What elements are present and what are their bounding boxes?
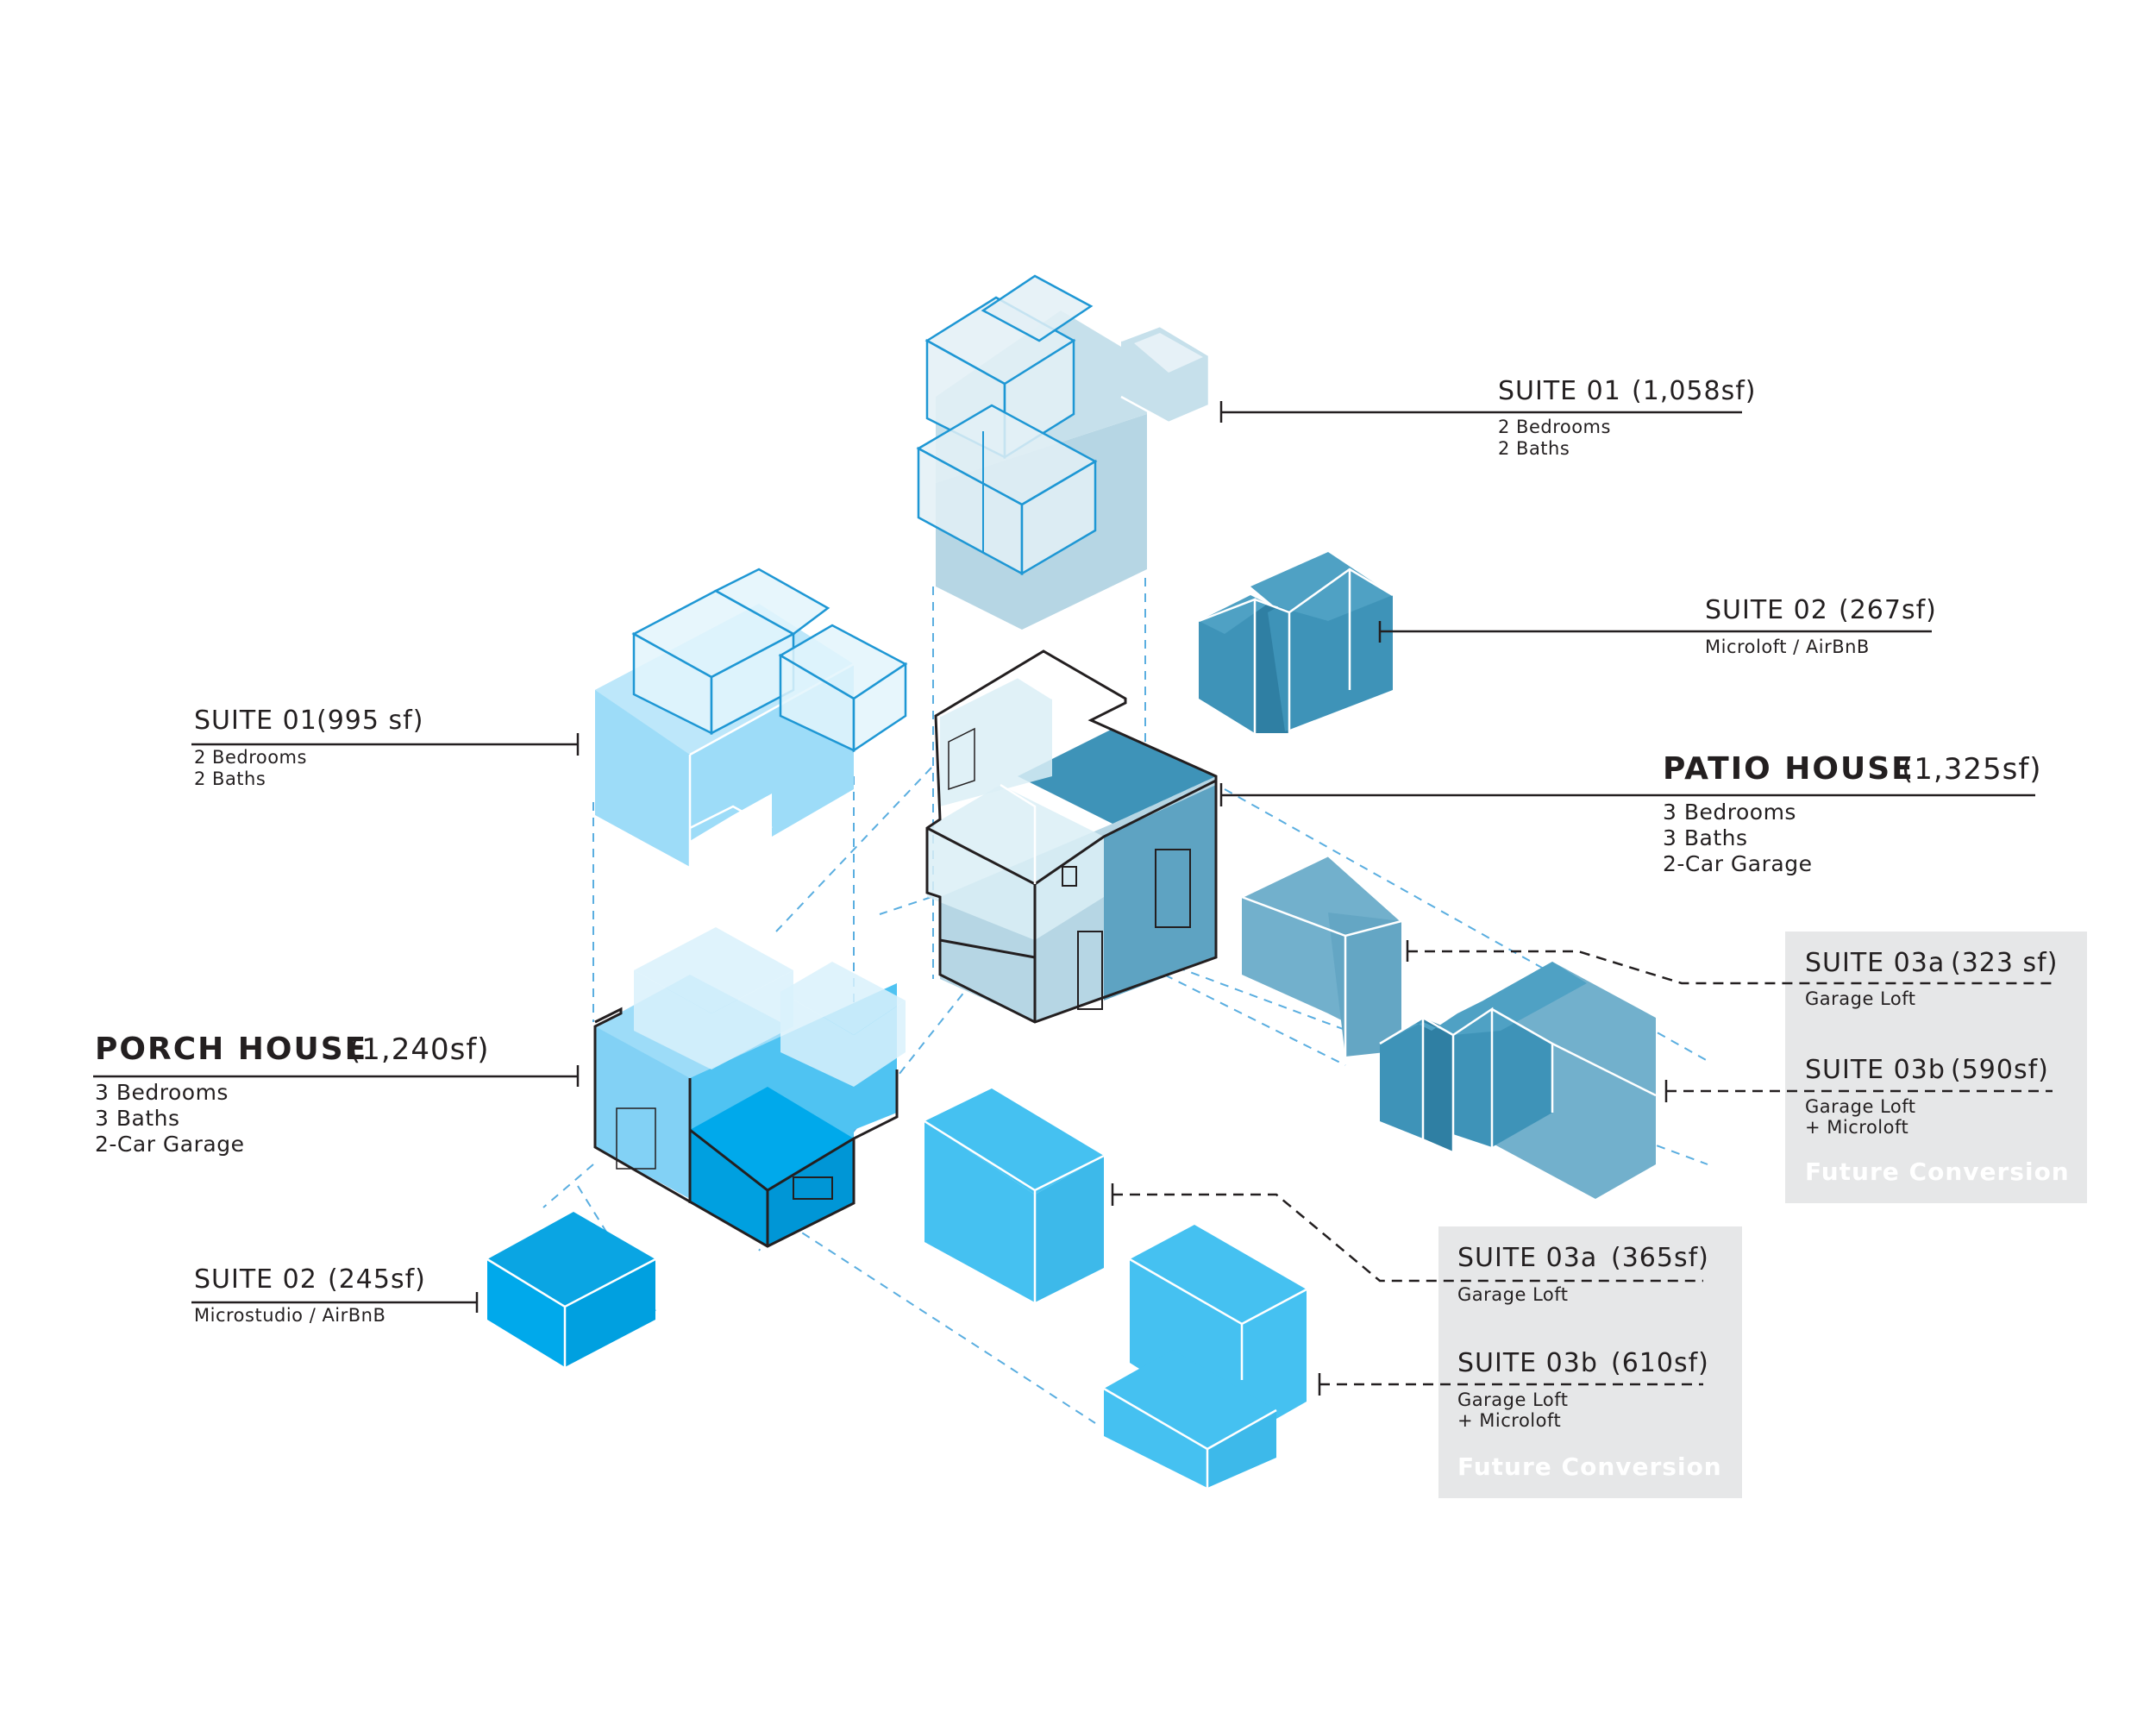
porch-suite03a-volume <box>924 1088 1105 1302</box>
patio-suite03a-line1: Garage Loft <box>1805 988 1916 1009</box>
patio-suite01-title: SUITE 01 <box>1498 376 1621 406</box>
patio-house-line2: 3 Baths <box>1663 825 1748 850</box>
patio-house-volume <box>925 649 1218 1024</box>
patio-house-area: (1,325sf) <box>1902 752 2042 787</box>
porch-suite02-line1: Microstudio / AirBnB <box>194 1305 385 1326</box>
porch-suite01-area: (995 sf) <box>317 706 423 736</box>
patio-suite03a-title: SUITE 03a <box>1805 948 1945 978</box>
patio-suite02-line1: Microloft / AirBnB <box>1705 637 1870 657</box>
patio-suite01-volume <box>916 274 1211 630</box>
patio-suite03b-title: SUITE 03b <box>1805 1055 1946 1085</box>
porch-future-conversion-panel <box>1438 1226 1742 1498</box>
porch-suite01-line2: 2 Baths <box>194 768 266 789</box>
patio-suite02-title: SUITE 02 <box>1705 595 1828 625</box>
patio-future-conversion-panel <box>1785 932 2087 1203</box>
patio-suite01-area: (1,058sf) <box>1632 376 1756 406</box>
porch-house-volume <box>593 927 906 1248</box>
porch-suite03a-title: SUITE 03a <box>1457 1243 1597 1273</box>
patio-future-conversion-label: Future Conversion <box>1805 1157 2070 1186</box>
porch-house-line1: 3 Bedrooms <box>95 1080 229 1105</box>
patio-suite03b-line2: + Microloft <box>1805 1117 1908 1138</box>
porch-suite03a-area: (365sf) <box>1611 1243 1709 1273</box>
porch-suite02-area: (245sf) <box>328 1264 426 1295</box>
porch-suite02-title: SUITE 02 <box>194 1264 317 1295</box>
porch-suite03b-title: SUITE 03b <box>1457 1348 1598 1378</box>
porch-suite01-line1: 2 Bedrooms <box>194 747 307 768</box>
patio-suite01-line1: 2 Bedrooms <box>1498 417 1611 437</box>
patio-suite03b-area: (590sf) <box>1951 1055 2049 1085</box>
patio-house-line1: 3 Bedrooms <box>1663 800 1796 825</box>
porch-suite03b-line1: Garage Loft <box>1457 1389 1569 1410</box>
patio-suite01-line2: 2 Baths <box>1498 438 1570 459</box>
patio-suite02-area: (267sf) <box>1839 595 1937 625</box>
porch-suite02-volume <box>486 1212 656 1367</box>
patio-suite03a-area: (323 sf) <box>1951 948 2058 978</box>
porch-suite03a-line1: Garage Loft <box>1457 1284 1569 1305</box>
patio-house-line3: 2-Car Garage <box>1663 851 1812 876</box>
patio-suite02-volume <box>1198 552 1394 733</box>
leader-lines <box>93 401 2053 1396</box>
patio-suite03b-volume <box>1379 962 1657 1199</box>
porch-house-area: (1,240sf) <box>349 1032 490 1067</box>
patio-suite03b-line1: Garage Loft <box>1805 1096 1916 1117</box>
porch-suite01-title: SUITE 01 <box>194 706 317 736</box>
patio-suite03a-volume <box>1241 854 1404 1057</box>
porch-house-line3: 2-Car Garage <box>95 1132 244 1157</box>
porch-future-conversion-label: Future Conversion <box>1457 1452 1722 1481</box>
porch-suite01-volume <box>595 568 908 867</box>
porch-suite03b-line2: + Microloft <box>1457 1410 1561 1431</box>
porch-suite03b-volume <box>1103 1225 1307 1488</box>
porch-house-line2: 3 Baths <box>95 1106 180 1131</box>
patio-house-title: PATIO HOUSE <box>1663 751 1915 787</box>
porch-house-title: PORCH HOUSE <box>95 1032 367 1067</box>
porch-suite03b-area: (610sf) <box>1611 1348 1709 1378</box>
